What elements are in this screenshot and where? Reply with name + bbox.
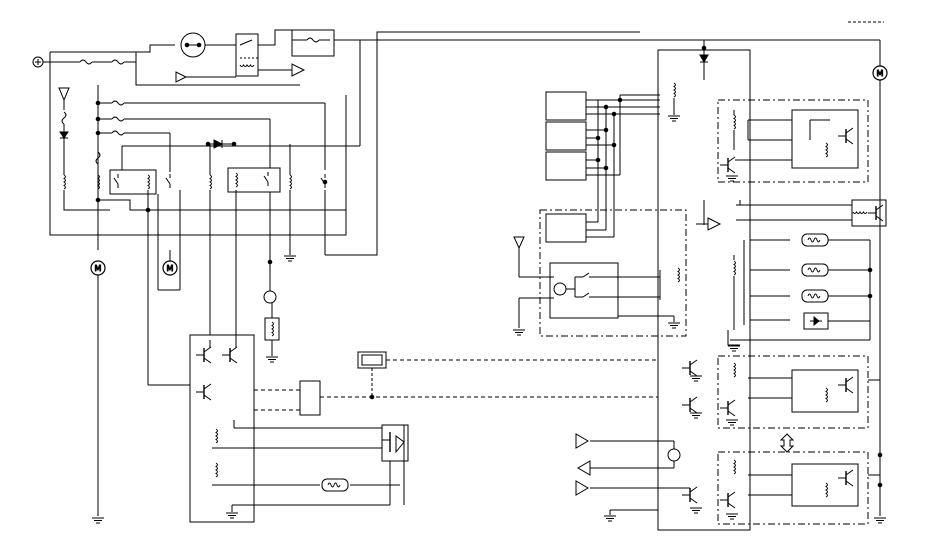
left-power-section — [33, 30, 640, 524]
ground-icon — [59, 88, 69, 100]
diode-icon — [214, 140, 222, 148]
sensor-box-3 — [546, 152, 586, 180]
fuse-icon — [79, 59, 93, 65]
left-control-unit — [190, 335, 400, 522]
arrow-connector-icon — [576, 481, 588, 495]
motor-icon — [90, 260, 106, 276]
arrow-connector-icon — [578, 461, 590, 475]
battery-terminal-icon — [33, 57, 43, 67]
sensor-box-1 — [546, 92, 586, 120]
sensor-icon — [321, 478, 349, 492]
connector-block-icon — [300, 381, 320, 415]
arrow-connector-icon — [576, 434, 588, 448]
sensor-icon — [801, 289, 829, 303]
center-connectors — [300, 352, 690, 505]
right-control-unit — [576, 40, 750, 530]
output-module-2 — [718, 356, 868, 428]
sensor-icon — [264, 291, 276, 303]
arrow-connector-icon — [176, 72, 186, 82]
motor-icon — [872, 65, 888, 81]
relay-module — [512, 210, 686, 336]
sensor-icon — [801, 233, 829, 247]
sensor-icon — [668, 449, 680, 461]
sensor-boxes — [546, 92, 660, 242]
right-sensor-ladder — [640, 22, 888, 524]
arrow-connector-icon — [292, 64, 304, 76]
output-module-1 — [718, 100, 868, 182]
sensor-box-4 — [546, 214, 586, 242]
fuse-box — [292, 30, 334, 56]
top-left-component — [181, 33, 205, 57]
output-module-3 — [718, 452, 868, 524]
motor-icon — [162, 260, 178, 276]
fuse-icon — [111, 59, 125, 65]
ground-icon — [514, 237, 524, 248]
sensor-icon — [801, 263, 829, 277]
double-arrow-icon — [781, 434, 793, 452]
relay-coil-icon — [236, 34, 258, 76]
sensor-box-2 — [546, 122, 586, 150]
